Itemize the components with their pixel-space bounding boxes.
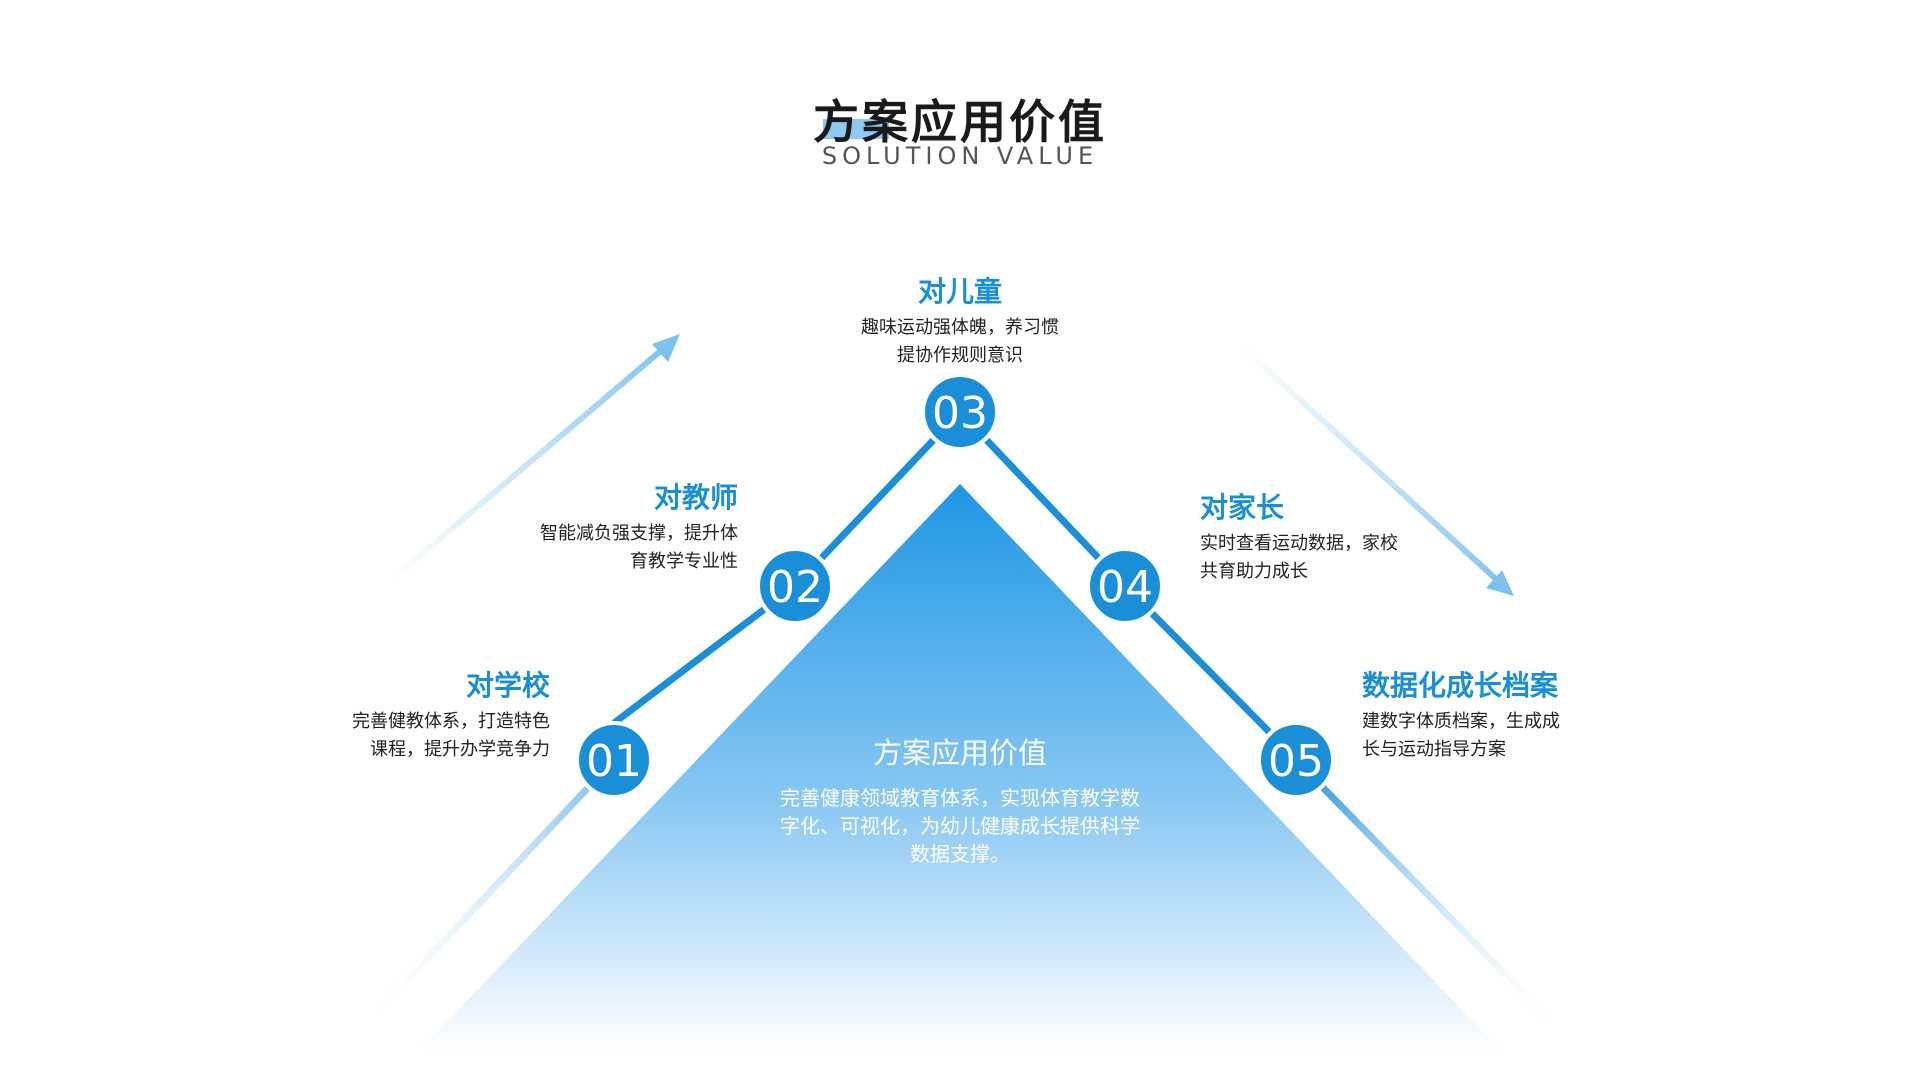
node-growth-archive-title: 数据化成长档案 <box>1362 669 1559 702</box>
node-parent-desc-2: 共育助力成长 <box>1200 561 1308 582</box>
node-teacher-desc-2: 育教学专业性 <box>630 551 738 572</box>
node-parent: 对家长 实时查看运动数据，家校 共育助力成长 <box>1200 486 1450 586</box>
step-03-number: 03 <box>932 388 988 439</box>
arrow-down-icon <box>1237 342 1514 596</box>
node-growth-archive-desc-2: 长与运动指导方案 <box>1362 739 1506 760</box>
node-parent-title: 对家长 <box>1200 491 1285 524</box>
pyramid-description: 完善健康领域教育体系，实现体育教学数字化、可视化，为幼儿健康成长提供科学数据支撑… <box>780 786 1140 866</box>
node-teacher-desc-1: 智能减负强支撑，提升体 <box>540 523 738 544</box>
page-title: 方案应用价值 <box>813 95 1107 149</box>
arrow-up-icon <box>393 334 680 580</box>
node-teacher-title: 对教师 <box>653 481 738 514</box>
step-05-number: 05 <box>1268 736 1324 787</box>
node-growth-archive-desc-1: 建数字体质档案，生成成 <box>1362 711 1560 732</box>
roof-line-right-tail <box>1293 757 1563 1033</box>
node-teacher: 对教师 智能减负强支撑，提升体 育教学专业性 <box>488 476 738 576</box>
center-pyramid <box>420 484 1500 1050</box>
node-school-desc-1: 完善健教体系，打造特色 <box>352 711 550 732</box>
node-parent-desc-1: 实时查看运动数据，家校 <box>1200 533 1398 554</box>
step-01-number: 01 <box>586 736 642 787</box>
node-child: 对儿童 趣味运动强体魄，养习惯 提协作规则意识 <box>810 270 1110 370</box>
step-01-badge: 01 <box>575 721 653 799</box>
node-growth-archive: 数据化成长档案 建数字体质档案，生成成 长与运动指导方案 <box>1362 664 1642 764</box>
step-05-badge: 05 <box>1257 721 1335 799</box>
title-accent-bar <box>823 119 889 139</box>
step-04-number: 04 <box>1097 562 1153 613</box>
node-child-title: 对儿童 <box>917 275 1002 308</box>
node-school: 对学校 完善健教体系，打造特色 课程，提升办学竞争力 <box>300 664 550 764</box>
node-child-desc-1: 趣味运动强体魄，养习惯 <box>861 317 1059 338</box>
step-02-badge: 02 <box>756 547 834 625</box>
step-03-badge: 03 <box>921 373 999 451</box>
step-02-number: 02 <box>767 562 823 613</box>
pyramid-title: 方案应用价值 <box>872 736 1047 770</box>
node-school-title: 对学校 <box>465 669 550 702</box>
step-04-badge: 04 <box>1086 547 1164 625</box>
node-school-desc-2: 课程，提升办学竞争力 <box>370 739 550 760</box>
node-child-desc-2: 提协作规则意识 <box>897 345 1023 366</box>
roof-line-left-tail <box>357 757 617 1033</box>
page-subtitle: SOLUTION VALUE <box>821 142 1099 170</box>
